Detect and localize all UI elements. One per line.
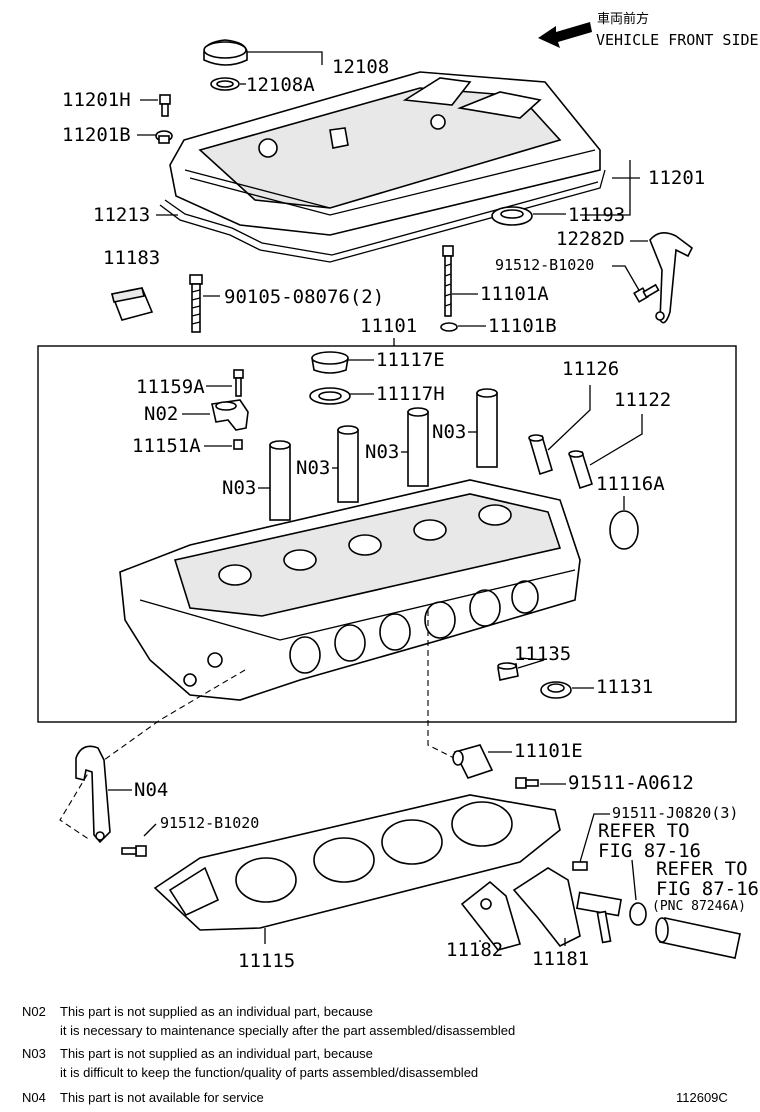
part-label-11181: 11181 (532, 948, 589, 970)
part-label-11117E: 11117E (376, 349, 445, 371)
note-N02-line1: This part is not supplied as an individu… (60, 1004, 373, 1019)
part-label-11117H: 11117H (376, 383, 445, 405)
note-N04-line1: This part is not available for service (60, 1090, 264, 1105)
part-label-11115: 11115 (238, 950, 295, 972)
front-label-en: VEHICLE FRONT SIDE (596, 31, 759, 49)
figure-id: 112609C (676, 1090, 728, 1105)
filler-cap-gasket (210, 77, 240, 91)
part-label-11101E: 11101E (514, 740, 583, 762)
gasket-11117H (309, 387, 351, 405)
part-label-11151A: 11151A (132, 435, 201, 457)
bolt-11159A (233, 369, 244, 397)
valve-guide-11122 (568, 450, 593, 490)
part-label-11122: 11122 (614, 389, 671, 411)
sleeve-N03-1 (269, 440, 291, 521)
note-N02-line2: it is necessary to maintenance specially… (60, 1023, 516, 1038)
note-code-N03: N03 (22, 1046, 46, 1061)
plug-11116A (609, 510, 639, 550)
washer-11101B (440, 322, 458, 332)
stud-11101A (442, 245, 454, 317)
part-label-N03-a: N03 (222, 477, 256, 499)
part-label-11135: 11135 (514, 643, 571, 665)
part-label-N03-d: N03 (432, 421, 466, 443)
seal-11131 (540, 681, 572, 699)
part-label-90105: 90105-08076(2) (224, 286, 384, 308)
plate-11182 (460, 880, 521, 951)
bolt-91512-top (633, 283, 660, 303)
refer-1-line-b: FIG 87-16 (598, 840, 701, 862)
plug-11183 (110, 287, 154, 321)
part-label-N03-b: N03 (296, 457, 330, 479)
refer-2-line-a: REFER TO (656, 858, 748, 880)
part-label-N04: N04 (134, 779, 168, 801)
oil-filler-cap (203, 39, 248, 66)
hose (655, 917, 741, 959)
part-label-11182: 11182 (446, 939, 503, 961)
bearing-cap-N02 (211, 399, 249, 431)
part-label-11101B: 11101B (488, 315, 557, 337)
bolt-90105 (189, 274, 203, 333)
grommet-11201B (155, 130, 173, 144)
refer-2-line-c: (PNC 87246A) (652, 899, 746, 914)
note-N03-line2: it is difficult to keep the function/qua… (60, 1065, 479, 1080)
note-N03-line1: This part is not supplied as an individu… (60, 1046, 373, 1061)
part-label-91511-J0820: 91511-J0820(3) (612, 804, 738, 822)
bolt-91511-J0820 (572, 861, 588, 871)
part-label-11101: 11101 (360, 315, 417, 337)
part-label-11116A: 11116A (596, 473, 665, 495)
part-label-11201H: 11201H (62, 89, 131, 111)
sleeve-N03-2 (337, 425, 359, 503)
part-label-11201: 11201 (648, 167, 705, 189)
part-label-91512-B1020-top: 91512-B1020 (495, 256, 594, 274)
pin-11151A (233, 439, 243, 450)
valve-guide-11126 (528, 434, 553, 476)
sleeve-N03-4 (476, 388, 498, 468)
engine-hanger-bracket (649, 232, 694, 324)
housing-11181 (512, 867, 647, 948)
vehicle-front-arrow-icon (538, 22, 592, 48)
part-label-91512-B1020-bottom: 91512-B1020 (160, 814, 259, 832)
part-label-N02: N02 (144, 403, 178, 425)
seal-11193 (491, 206, 533, 226)
part-label-11213: 11213 (93, 204, 150, 226)
bolt-91511-A0612 (515, 777, 539, 789)
part-label-11201B: 11201B (62, 124, 131, 146)
cylinder-head-group-box (37, 345, 737, 723)
part-label-11183: 11183 (103, 247, 160, 269)
cover-gasket (159, 169, 606, 263)
part-label-11131: 11131 (596, 676, 653, 698)
plug-11117E (311, 351, 349, 374)
bolt-91512-bottom (121, 845, 147, 857)
refer-1-line-a: REFER TO (598, 820, 690, 842)
sleeve-N03-3 (407, 407, 429, 487)
part-label-11193: 11193 (568, 204, 625, 226)
head-gasket-11115 (153, 794, 561, 931)
refer-2-line-b: FIG 87-16 (656, 878, 759, 900)
note-code-N02: N02 (22, 1004, 46, 1019)
part-label-12108A: 12108A (246, 74, 315, 96)
part-label-11101A: 11101A (480, 283, 549, 305)
part-label-12108: 12108 (332, 56, 389, 78)
part-label-11126: 11126 (562, 358, 619, 380)
front-label-jp: 車両前方 (597, 11, 649, 27)
part-label-91511-A0612: 91511-A0612 (568, 772, 694, 794)
bracket-N04 (75, 745, 111, 844)
sensor-11101E (452, 744, 494, 779)
insert-11135 (497, 662, 519, 681)
cylinder-head-body (119, 479, 581, 701)
part-label-12282D: 12282D (556, 228, 625, 250)
part-label-N03-c: N03 (365, 441, 399, 463)
bolt-11201H (159, 94, 171, 117)
cylinder-head-cover (169, 71, 601, 236)
part-label-11159A: 11159A (136, 376, 205, 398)
note-code-N04: N04 (22, 1090, 46, 1105)
